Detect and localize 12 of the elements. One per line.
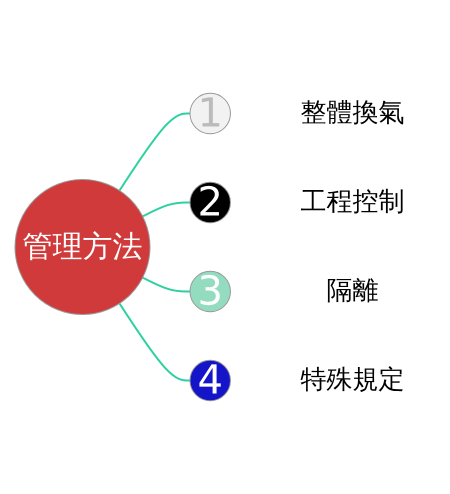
node-label: 整體換氣 (300, 98, 405, 128)
connector (142, 276, 190, 292)
connector (118, 112, 190, 192)
connector (118, 302, 190, 382)
connector (142, 202, 190, 218)
node-label: 隔離 (326, 276, 379, 306)
node-circle: 2 (190, 182, 232, 224)
node-circle: 管理方法 (14, 179, 151, 315)
node-label: 特殊規定 (300, 365, 405, 395)
node-label: 工程控制 (300, 187, 405, 217)
node-circle: 4 (190, 360, 232, 402)
node-circle: 3 (190, 270, 232, 312)
